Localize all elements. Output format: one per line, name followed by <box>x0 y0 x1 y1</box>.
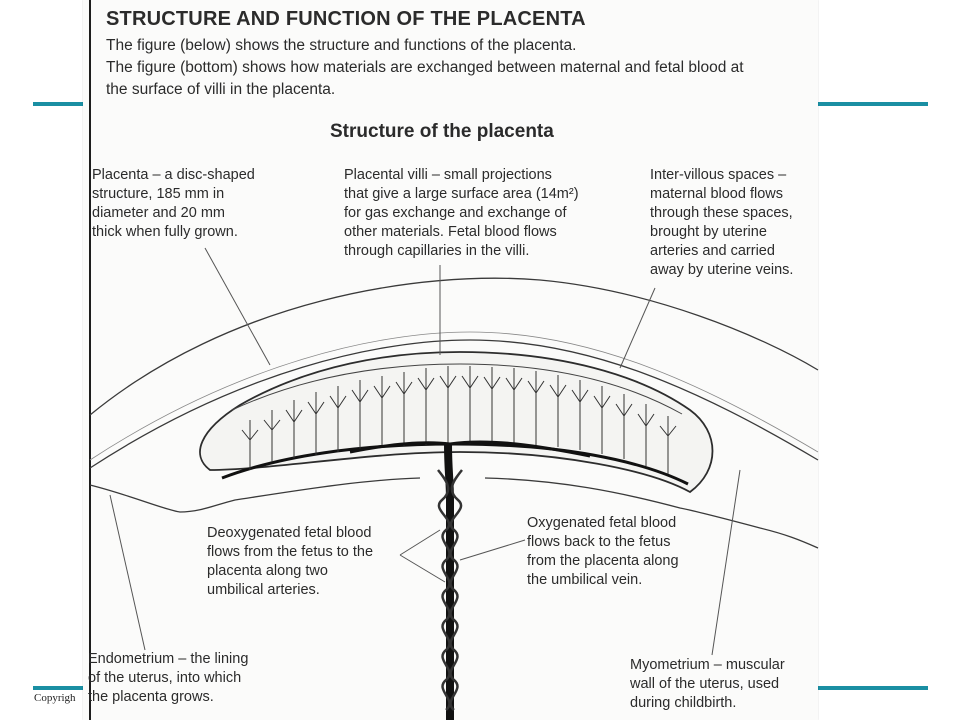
label-line: from the placenta along <box>527 553 679 569</box>
label-line: that give a large surface area (14m²) <box>344 186 579 202</box>
label-line: maternal blood flows <box>650 186 783 202</box>
uterus-inner-boundary <box>89 339 819 469</box>
label-oxygenated-blood: Oxygenated fetal blood flows back to the… <box>527 514 679 590</box>
label-line: away by uterine veins. <box>650 262 794 278</box>
intro-line-2: The figure (bottom) shows how materials … <box>106 59 744 76</box>
label-line: other materials. Fetal blood flows <box>344 224 557 240</box>
label-endometrium: Endometrium – the lining of the uterus, … <box>88 650 248 707</box>
accent-line-bottom-left <box>33 686 85 690</box>
label-line: for gas exchange and exchange of <box>344 205 567 221</box>
label-intervillous-spaces: Inter-villous spaces – maternal blood fl… <box>650 166 793 280</box>
accent-line-top-right <box>816 102 928 106</box>
label-line: Placental villi – small projections <box>344 167 552 183</box>
label-placental-villi: Placental villi – small projections that… <box>344 166 579 261</box>
accent-line-top-left <box>33 102 85 106</box>
intro-line-1: The figure (below) shows the structure a… <box>106 37 577 54</box>
label-line: wall of the uterus, used <box>630 676 780 692</box>
umbilical-cord <box>349 440 591 720</box>
label-line: Myometrium – muscular <box>630 657 785 673</box>
myometrium-layer-line <box>89 331 819 461</box>
endometrium-lower-right <box>484 477 819 549</box>
label-line: umbilical arteries. <box>207 582 320 598</box>
page-left-border <box>89 0 91 720</box>
figure-title: Structure of the placenta <box>330 121 554 142</box>
label-line: Deoxygenated fetal blood <box>207 525 372 541</box>
label-line: brought by uterine <box>650 224 767 240</box>
label-placenta: Placenta – a disc-shaped structure, 185 … <box>92 166 255 242</box>
label-line: through capillaries in the villi. <box>344 243 530 259</box>
label-line: the umbilical vein. <box>527 572 643 588</box>
label-myometrium: Myometrium – muscular wall of the uterus… <box>630 656 785 713</box>
label-line: arteries and carried <box>650 243 775 259</box>
basal-plate <box>231 363 683 415</box>
label-line: Endometrium – the lining <box>88 651 249 667</box>
label-line: diameter and 20 mm <box>92 205 225 221</box>
placental-villi <box>241 366 677 474</box>
label-line: during childbirth. <box>630 695 737 711</box>
label-line: of the uterus, into which <box>88 670 242 686</box>
uterus-outer-boundary <box>89 277 819 416</box>
label-line: flows from the fetus to the <box>207 544 374 560</box>
leader-lines <box>109 247 741 656</box>
copyright-text: Copyrigh <box>34 692 76 704</box>
label-line: the placenta grows. <box>88 689 214 705</box>
document-title: STRUCTURE AND FUNCTION OF THE PLACENTA <box>106 8 586 30</box>
label-line: Inter-villous spaces – <box>650 167 787 183</box>
label-line: Oxygenated fetal blood <box>527 515 677 531</box>
label-line: through these spaces, <box>650 205 793 221</box>
endometrium-lower-left <box>89 477 421 513</box>
label-line: Placenta – a disc-shaped <box>92 167 255 183</box>
label-line: structure, 185 mm in <box>92 186 225 202</box>
placenta-disc <box>199 351 714 494</box>
accent-line-bottom-right <box>816 686 928 690</box>
label-line: placenta along two <box>207 563 328 579</box>
label-deoxygenated-blood: Deoxygenated fetal blood flows from the … <box>207 524 373 600</box>
intro-line-3: the surface of villi in the placenta. <box>106 81 336 98</box>
label-line: thick when fully grown. <box>92 224 238 240</box>
label-line: flows back to the fetus <box>527 534 671 550</box>
